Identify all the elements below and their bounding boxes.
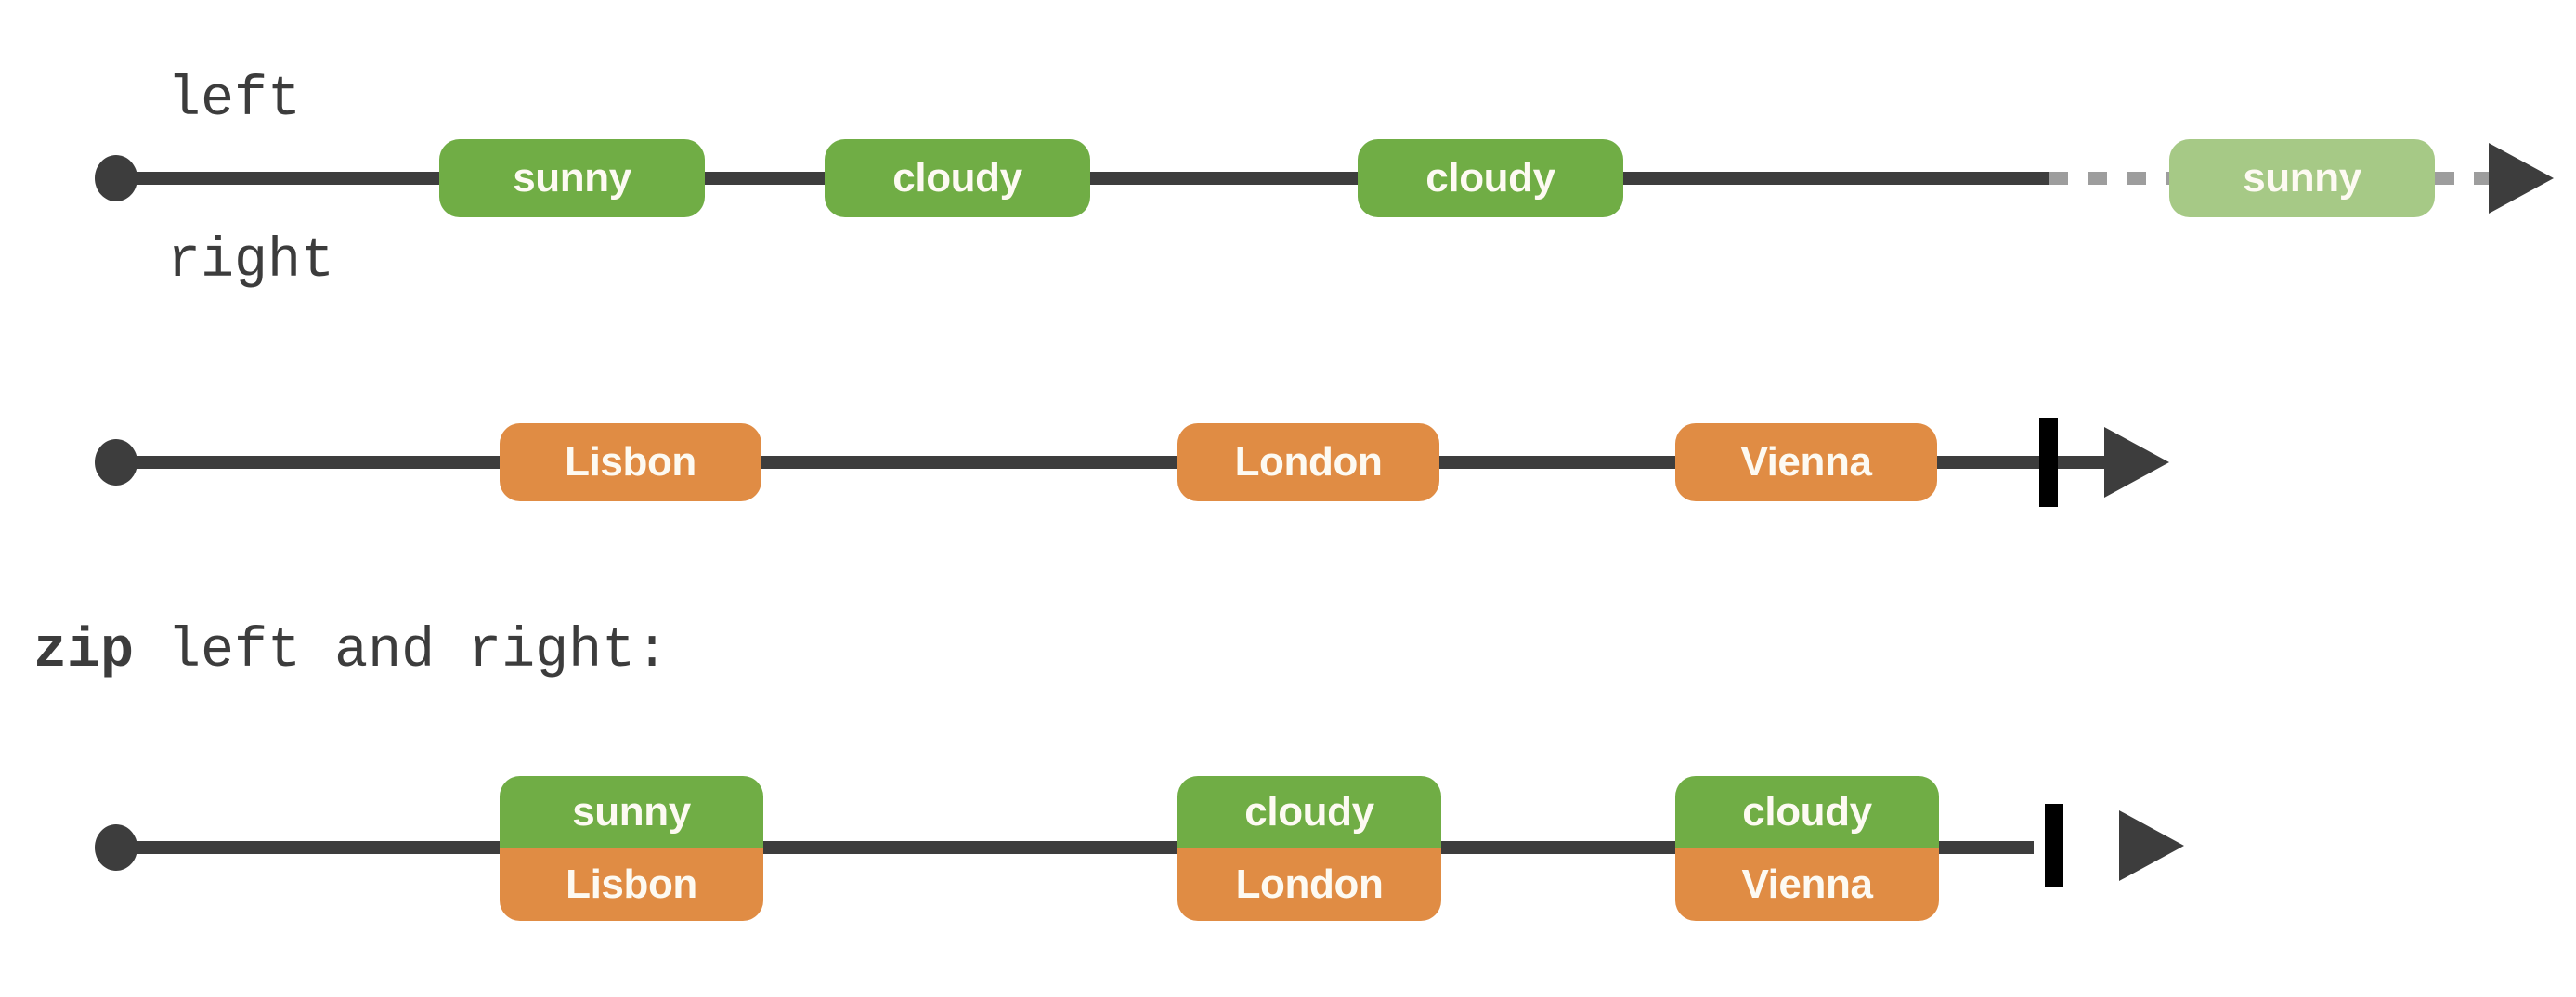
marble-left-2[interactable]: cloudy xyxy=(1358,139,1623,217)
row-label-left: left xyxy=(33,17,301,184)
marble-left-3[interactable]: sunny xyxy=(2169,139,2435,217)
row-label-left-text: left xyxy=(167,69,302,132)
complete-notification-bar xyxy=(2039,418,2058,507)
row-label-zip: zip left and right: xyxy=(33,624,669,680)
marble-value: Lisbon xyxy=(565,439,696,485)
marble-value-bottom: London xyxy=(1235,861,1384,907)
marble-zip-1-bottom: London xyxy=(1177,848,1441,921)
timeline-zip: sunny Lisbon cloudy London cloudy Vienna xyxy=(0,761,2576,947)
timeline-axis-dashed-right xyxy=(2435,172,2496,185)
marble-value: sunny xyxy=(2243,155,2361,201)
marble-value: cloudy xyxy=(1425,155,1555,201)
marble-value: Vienna xyxy=(1740,439,1872,485)
marble-value: sunny xyxy=(513,155,631,201)
marble-zip-2-bottom: Vienna xyxy=(1675,848,1939,921)
marble-zip-1[interactable]: cloudy London xyxy=(1177,776,1441,921)
marble-value-top: cloudy xyxy=(1742,789,1872,835)
marble-value-top: sunny xyxy=(572,789,691,835)
marble-zip-0[interactable]: sunny Lisbon xyxy=(500,776,763,921)
marble-zip-0-bottom: Lisbon xyxy=(500,848,763,921)
marble-value: cloudy xyxy=(892,155,1022,201)
row-label-zip-text: left and right: xyxy=(134,620,670,683)
timeline-arrow-head xyxy=(2104,427,2169,498)
timeline-arrow-head xyxy=(2489,143,2554,214)
marble-zip-0-top: sunny xyxy=(500,776,763,848)
timeline-arrow-head xyxy=(2119,810,2184,881)
marble-right-2[interactable]: Vienna xyxy=(1675,423,1937,501)
timeline-left: sunny cloudy cloudy sunny xyxy=(0,85,2576,271)
timeline-axis-solid xyxy=(130,172,2050,185)
row-label-right: right xyxy=(33,178,334,345)
marble-zip-2[interactable]: cloudy Vienna xyxy=(1675,776,1939,921)
marble-left-0[interactable]: sunny xyxy=(439,139,705,217)
marble-value-top: cloudy xyxy=(1244,789,1374,835)
timeline-axis-dashed-left xyxy=(2049,172,2169,185)
marble-right-0[interactable]: Lisbon xyxy=(500,423,761,501)
timeline-right: Lisbon London Vienna xyxy=(0,371,2576,557)
marble-left-1[interactable]: cloudy xyxy=(825,139,1090,217)
row-label-zip-operator: zip xyxy=(33,620,135,683)
row-label-right-text: right xyxy=(167,230,335,293)
marble-value-bottom: Vienna xyxy=(1741,861,1873,907)
complete-notification-bar xyxy=(2045,804,2063,887)
marble-value: London xyxy=(1234,439,1383,485)
marble-right-1[interactable]: London xyxy=(1177,423,1439,501)
marble-value-bottom: Lisbon xyxy=(566,861,697,907)
marble-zip-2-top: cloudy xyxy=(1675,776,1939,848)
marble-zip-1-top: cloudy xyxy=(1177,776,1441,848)
